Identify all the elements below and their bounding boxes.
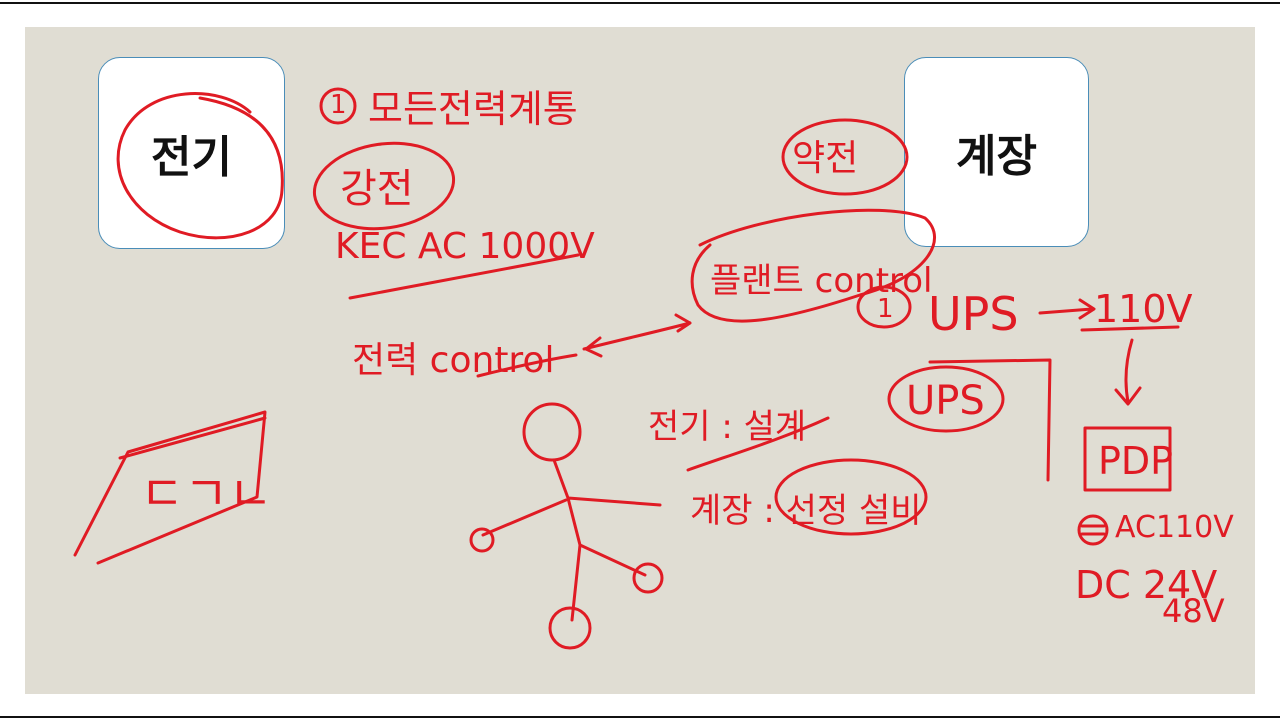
- person-body: [481, 458, 662, 622]
- ac-symbol: [1077, 514, 1109, 546]
- top-border: [0, 2, 1280, 4]
- note-48v: 48V: [1162, 592, 1225, 630]
- note-strong-power: 강전: [340, 166, 414, 212]
- down-arrow: [1114, 338, 1142, 406]
- kec-underline: [348, 253, 580, 300]
- note-110v: 110V: [1094, 287, 1193, 331]
- note-plant-control: 플랜트 control: [710, 261, 933, 301]
- design-underline: [686, 416, 830, 472]
- circle-around-ups: [887, 365, 1005, 433]
- note-box-text: ㄷㄱㄴ: [140, 466, 272, 522]
- note-weak-power: 약전: [792, 138, 858, 179]
- note-dc24v: DC 24V: [1075, 563, 1217, 607]
- person-head: [522, 402, 582, 462]
- circle-around-selection: [774, 458, 928, 536]
- note-ups-circled: UPS: [906, 378, 985, 424]
- ups-feed-line: [928, 358, 1052, 482]
- pdp-box: [1083, 426, 1172, 492]
- note-ac110v: AC110V: [1115, 510, 1234, 545]
- card-electric: 전기: [98, 57, 285, 249]
- card-electric-title: 전기: [151, 132, 232, 183]
- card-instrumentation-title: 계장: [956, 131, 1037, 182]
- card-instrumentation: 계장: [904, 57, 1089, 247]
- note-electric-design: 전기 : 설계: [648, 407, 806, 447]
- note-number-two: 1: [877, 294, 894, 324]
- note-kec: KEC AC 1000V: [335, 226, 595, 267]
- circle-around-electric: [116, 92, 284, 240]
- double-arrow: [582, 313, 692, 358]
- power-control-underline: [476, 353, 578, 378]
- note-power-control: 전력 control: [352, 340, 554, 381]
- note-ups: UPS: [928, 287, 1019, 341]
- volt-underline: [1080, 325, 1180, 332]
- note-number-one: 1: [330, 90, 347, 120]
- note-all-power-systems: 모든전력계통: [368, 87, 578, 131]
- circle-number-two: [856, 285, 912, 329]
- sketch-box: [73, 410, 267, 565]
- note-instrumentation-selection: 계장 : 선정 설비: [690, 491, 922, 531]
- note-pdp: PDP: [1098, 439, 1173, 483]
- ups-arrow: [1038, 298, 1096, 320]
- circle-around-strong-power: [312, 141, 456, 231]
- bottom-border: [0, 716, 1280, 718]
- circle-around-weak-power: [781, 118, 909, 196]
